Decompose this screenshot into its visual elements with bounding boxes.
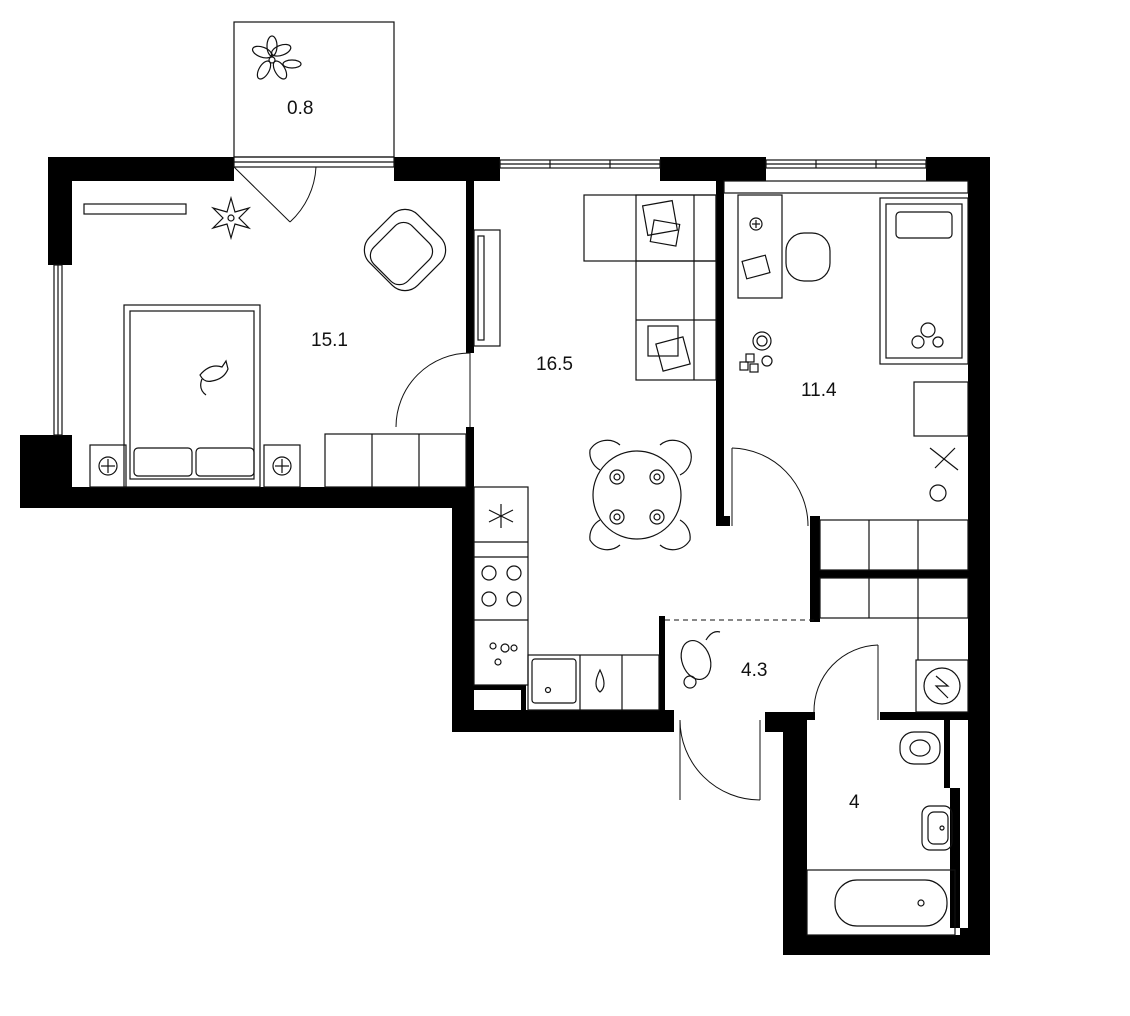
sink — [531, 658, 577, 704]
stove-icon — [481, 565, 522, 607]
plant-icon — [210, 195, 252, 241]
room-area-bedroom: 15.1 — [311, 330, 348, 351]
room-labels: 0.8 15.1 16.5 11.4 4.3 4 — [287, 98, 860, 813]
cat-icon — [199, 359, 229, 396]
sofa — [583, 194, 717, 381]
desk — [737, 194, 783, 299]
walls — [20, 157, 990, 955]
toys-icon — [739, 331, 773, 373]
room-area-bathroom: 4 — [849, 792, 860, 813]
bedroom-furniture — [83, 195, 467, 488]
dining-table — [589, 439, 692, 551]
room-area-living-kitchen: 16.5 — [536, 354, 573, 375]
kitchen-units — [473, 486, 660, 711]
wardrobe — [324, 433, 467, 488]
nightstand — [263, 444, 301, 488]
room-area-kids-room: 11.4 — [801, 380, 837, 401]
kids-bed — [879, 197, 969, 365]
chair — [785, 232, 831, 282]
room-area-hallway: 4.3 — [741, 660, 767, 681]
bathtub — [806, 869, 956, 936]
doors — [233, 166, 879, 801]
dog-icon — [680, 631, 721, 689]
living-furniture — [473, 194, 717, 711]
hallway-furniture — [680, 577, 969, 713]
balcony — [233, 21, 395, 158]
tv — [473, 229, 501, 347]
wardrobe — [819, 519, 969, 571]
nightstand — [89, 444, 127, 488]
bathroom-fixtures — [806, 731, 956, 936]
teddy-bear-icon — [911, 322, 944, 349]
airplane-toy-icon — [929, 447, 959, 471]
armchair — [363, 208, 447, 292]
windows — [53, 156, 927, 436]
washbasin — [921, 805, 953, 851]
kids-furniture — [723, 180, 969, 571]
electric-panel — [915, 659, 969, 713]
bed — [123, 304, 261, 488]
room-area-balcony: 0.8 — [287, 98, 313, 119]
snowflake-icon — [488, 504, 514, 528]
plant-icon — [251, 35, 302, 80]
toilet — [899, 731, 941, 765]
